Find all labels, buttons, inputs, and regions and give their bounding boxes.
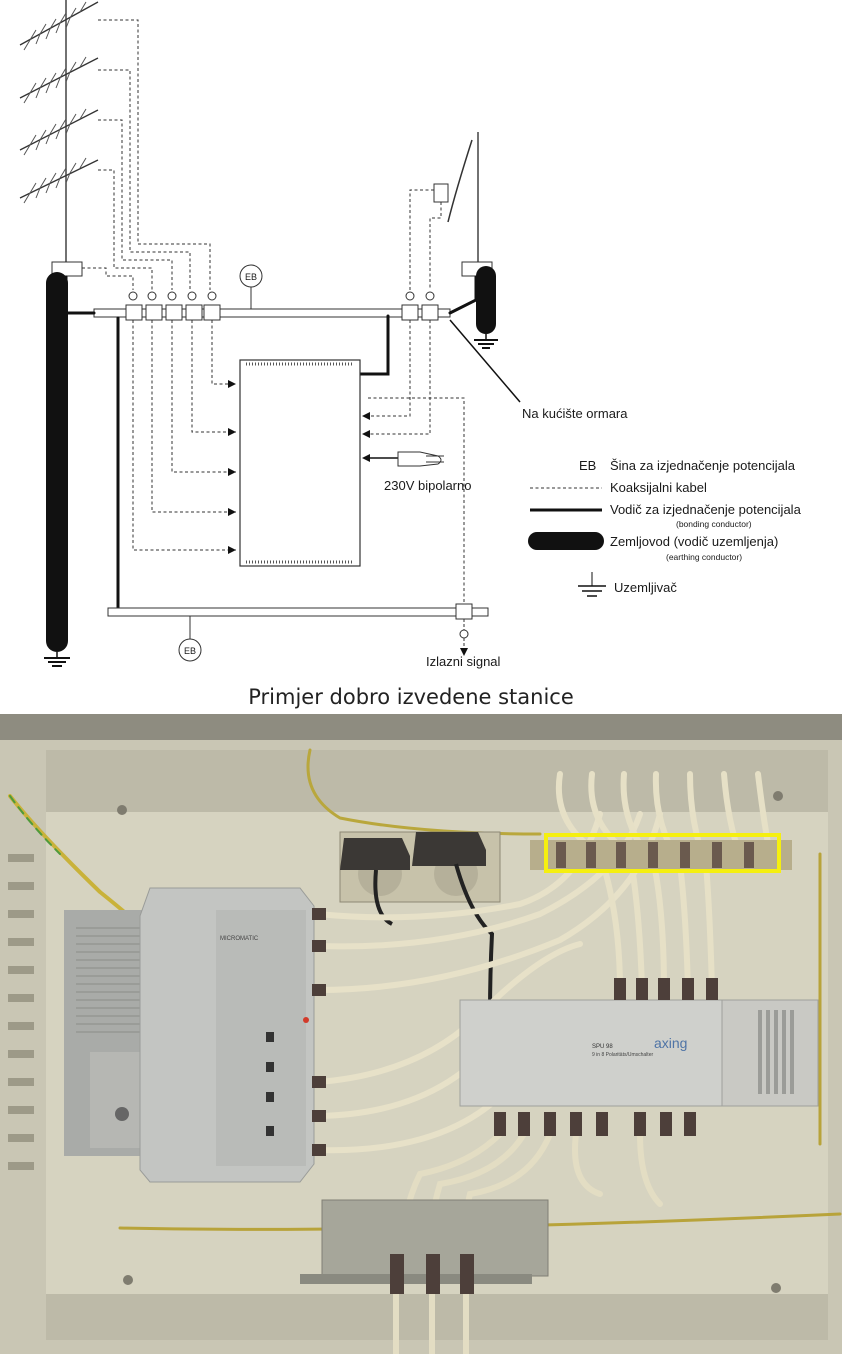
cabinet-photo: MICROMATIC SPU 98 9 in 8 Polaritäts/Umsc… <box>0 714 842 1354</box>
legend-electrode-text: Uzemljivač <box>614 580 677 595</box>
multiswitch-unit: SPU 98 9 in 8 Polaritäts/Umschalter axin… <box>459 999 819 1107</box>
power-plug-icon <box>370 451 444 467</box>
bottom-equipotential-rail: EB <box>107 603 489 662</box>
legend-earthing-text: Zemljovod (vodič uzemljenja) <box>610 534 778 549</box>
legend-earthing-swatch <box>528 532 604 550</box>
plug-1 <box>340 838 410 870</box>
legend-bonding-text: Vodič za izjednačenje potencijala <box>610 502 802 517</box>
bonding-conductors <box>64 275 521 614</box>
cabinet-top-edge <box>0 714 842 740</box>
power-sockets <box>339 831 501 1015</box>
legend-coax-text: Koaksijalni kabel <box>610 480 707 495</box>
eb-top-label: EB <box>245 272 257 282</box>
legend-eb-text: Šina za izjednačenje potencijala <box>610 458 796 473</box>
highlight-box <box>544 833 781 873</box>
switch-brand: axing <box>654 1035 687 1051</box>
left-vent-slots <box>8 854 34 1170</box>
switch-desc: 9 in 8 Polaritäts/Umschalter <box>592 1052 653 1058</box>
amplifier-unit: MICROMATIC <box>64 887 315 1183</box>
legend-earthing-sub: (earthing conductor) <box>666 552 742 562</box>
output-bracket <box>300 1199 549 1354</box>
terrestrial-antenna-mast <box>19 0 99 667</box>
caption: Primjer dobro izvedene stanice <box>248 685 574 709</box>
output-label: Izlazni signal <box>426 654 501 669</box>
switch-model: SPU 98 <box>592 1044 613 1050</box>
plug-2 <box>412 832 486 866</box>
power-label: 230V bipolarno <box>384 478 471 493</box>
ground-symbol-icon <box>578 572 606 597</box>
legend: EB Šina za izjednačenje potencijala Koak… <box>528 458 802 597</box>
amp-brand: MICROMATIC <box>220 936 259 942</box>
legend-bonding-sub: (bonding conductor) <box>676 519 752 529</box>
cabinet-label: Na kućište ormara <box>522 406 628 421</box>
antenna-coax-runs <box>82 19 211 290</box>
eb-bottom-label: EB <box>184 646 196 656</box>
grounding-wiring-diagram: EB <box>19 0 802 709</box>
eb-bottom-circle <box>178 638 202 662</box>
legend-eb-code: EB <box>579 458 596 473</box>
headend-unit <box>239 359 361 567</box>
input-coax-runs <box>132 320 465 608</box>
top-equipotential-rail: EB <box>93 264 451 321</box>
eb-top-circle <box>239 264 263 288</box>
photo-equipotential-rail <box>530 840 792 870</box>
